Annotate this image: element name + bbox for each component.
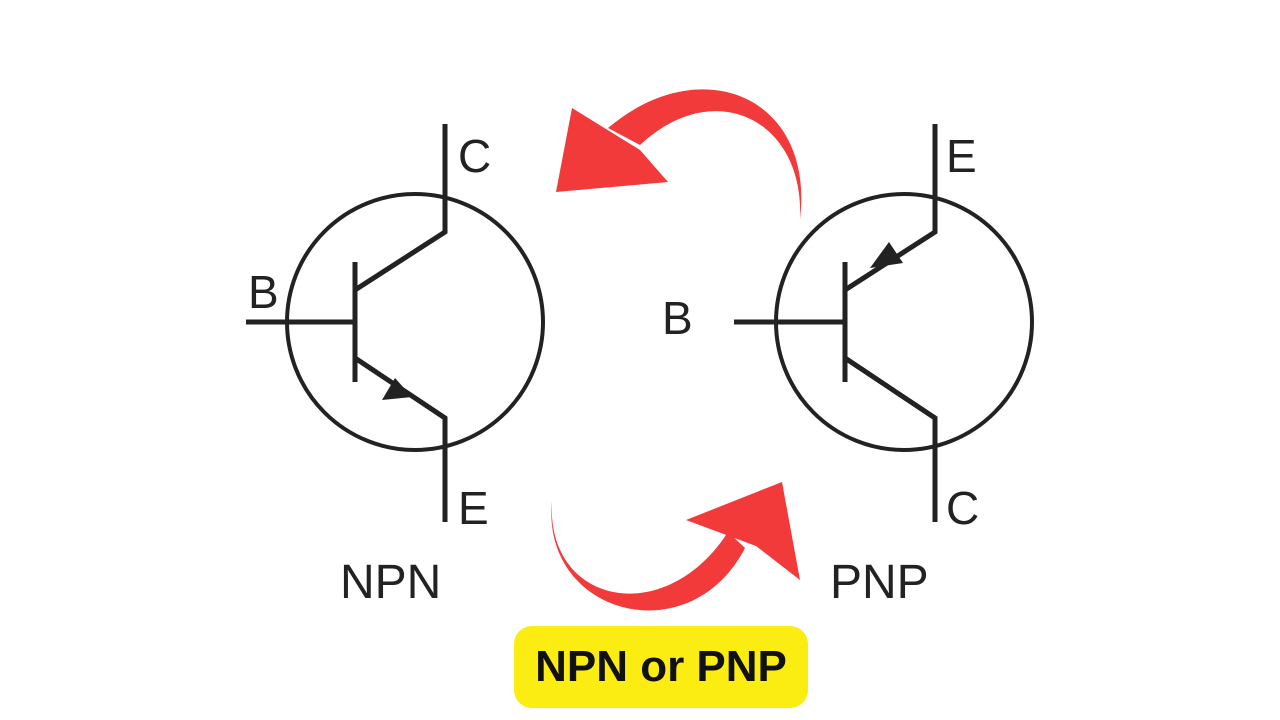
pnp-emitter-arrow-icon — [870, 242, 903, 268]
pnp-type-label: PNP — [830, 556, 929, 609]
npn-emitter-arrow-icon — [382, 378, 412, 400]
npn-symbol: C B E NPN — [246, 124, 545, 609]
npn-collector-label: C — [458, 130, 491, 182]
pnp-base-label: B — [662, 292, 693, 344]
pnp-collector-lead — [843, 355, 938, 522]
pnp-emitter-label: E — [946, 130, 977, 182]
caption-badge: NPN or PNP — [514, 626, 808, 708]
curved-arrow-left-icon — [556, 89, 802, 220]
pnp-collector-label: C — [946, 482, 979, 534]
npn-emitter-lead — [353, 355, 448, 522]
pnp-symbol: E B C PNP — [662, 124, 1034, 609]
npn-emitter-label: E — [458, 482, 489, 534]
pnp-emitter-lead — [843, 124, 938, 293]
npn-collector-lead — [353, 124, 448, 293]
curved-arrow-right-icon — [551, 482, 800, 611]
npn-base-label: B — [248, 266, 279, 318]
npn-type-label: NPN — [340, 556, 441, 609]
